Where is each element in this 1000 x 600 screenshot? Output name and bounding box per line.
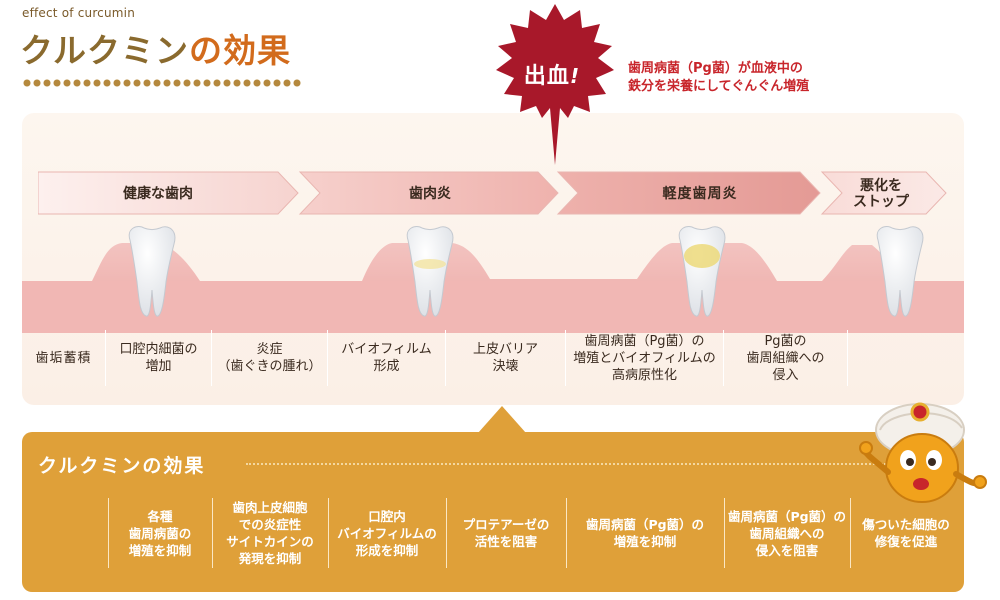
effects-title-rule [246, 463, 886, 465]
page-title-accent: の効果 [189, 31, 292, 70]
process-cell: 上皮バリア決壊 [446, 330, 566, 386]
effect-item: 歯周病菌（Pg菌）の歯周組織への侵入を阻害 [727, 508, 847, 558]
tooth-gingivitis-icon [406, 226, 454, 317]
page-title: クルクミンの効果 [20, 24, 291, 72]
stage-arrow-1 [38, 171, 299, 215]
stage-label-stop-line2: ストップ [853, 194, 909, 210]
tooth-periodontitis-icon [678, 226, 726, 317]
effect-item: 歯周病菌（Pg菌）の増殖を抑制 [585, 517, 705, 549]
page-title-main: クルクミン [20, 31, 190, 70]
process-cell: 歯周病菌（Pg菌）の増殖とバイオフィルムの高病原性化 [566, 330, 724, 386]
tooth-healthy-icon [128, 226, 176, 317]
effect-item: プロテアーゼの活性を阻害 [462, 517, 550, 549]
process-cell: 歯垢蓄積 [22, 330, 106, 386]
bleeding-label: 出血! [523, 64, 581, 89]
stage-label-stop: 悪化を ストップ [836, 178, 926, 210]
effect-separator [850, 498, 851, 568]
tooth-stopped-icon [876, 226, 924, 317]
gum-body [22, 281, 964, 333]
stage-arrow-2 [298, 171, 559, 215]
stage-label-stop-line1: 悪化を [860, 178, 902, 194]
page-subtitle: effect of curcumin [22, 6, 136, 20]
gum-band [22, 243, 964, 333]
stage-label-gingivitis: 歯肉炎 [409, 186, 451, 202]
turmeric-mascot-icon [859, 402, 987, 503]
effect-separator [566, 498, 567, 568]
effects-title: クルクミンの効果 [38, 455, 206, 477]
stage-label-healthy: 健康な歯肉 [123, 186, 193, 202]
process-row: 歯垢蓄積 口腔内細菌の増加 炎症（歯ぐきの腫れ） バイオフィルム形成 上皮バリア… [22, 330, 964, 386]
stage-arrow-3 [556, 171, 821, 215]
effect-separator [724, 498, 725, 568]
bleeding-burst-icon [496, 4, 614, 165]
process-cell [848, 330, 964, 386]
effects-panel-pointer [478, 406, 526, 433]
stage-arrow-4 [820, 171, 947, 215]
effect-separator [108, 498, 109, 568]
stage-arrows [38, 171, 947, 215]
effect-item: 傷ついた細胞の修復を促進 [862, 517, 950, 549]
bleeding-note: 歯周病菌（Pg菌）が血液中の 鉄分を栄養にしてぐんぐん増殖 [628, 61, 810, 94]
effect-item: 口腔内バイオフィルムの形成を抑制 [337, 508, 437, 558]
effect-separator [212, 498, 213, 568]
process-cell: Pg菌の歯周組織への侵入 [724, 330, 848, 386]
dotted-underline [22, 78, 302, 88]
stage-label-mild-periodontitis: 軽度歯周炎 [662, 186, 738, 202]
effect-item: 歯肉上皮細胞での炎症性サイトカインの発現を抑制 [226, 500, 314, 566]
process-cell: バイオフィルム形成 [328, 330, 446, 386]
effect-separator [328, 498, 329, 568]
effect-separator [446, 498, 447, 568]
curcumin-effects-panel [22, 432, 964, 592]
process-cell: 口腔内細菌の増加 [106, 330, 212, 386]
process-cell: 炎症（歯ぐきの腫れ） [212, 330, 328, 386]
effect-item: 各種歯周病菌の増殖を抑制 [128, 508, 192, 558]
